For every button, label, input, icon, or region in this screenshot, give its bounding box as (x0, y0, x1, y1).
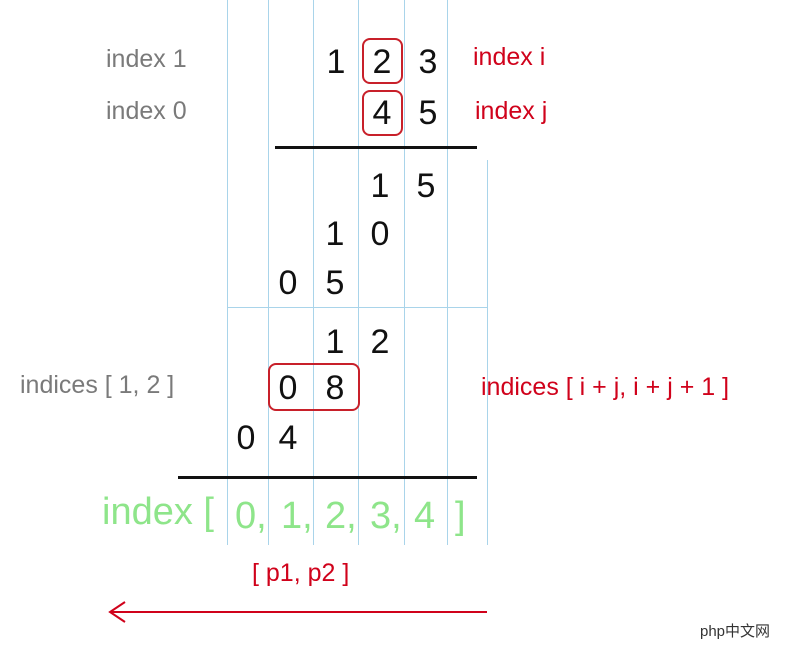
label-p1-p2: [ p1, p2 ] (252, 559, 350, 587)
index-item: 4 (414, 495, 436, 537)
grid-line (268, 0, 269, 545)
digit: 0 (278, 369, 298, 407)
grid-line (447, 0, 448, 545)
digit: 5 (416, 167, 436, 205)
grid-line (487, 160, 488, 545)
grid-line (227, 307, 488, 308)
digit: 5 (418, 94, 438, 132)
digit: 8 (325, 369, 345, 407)
watermark-logo: php中文网 (700, 623, 771, 640)
digit: 0 (370, 215, 390, 253)
label-index-i: index i (473, 43, 546, 71)
digit: 4 (372, 94, 392, 132)
highlight-box (362, 38, 403, 84)
label-index-1: index 1 (106, 45, 187, 73)
digit: 1 (370, 167, 390, 205)
grid-line (227, 0, 228, 545)
index-item: 2, (325, 495, 357, 537)
sum-rule (178, 476, 477, 479)
label-index-j: index j (475, 97, 548, 125)
label-index-0: index 0 (106, 97, 187, 125)
index-row-label: index [ (102, 491, 214, 533)
grid-line (358, 0, 359, 545)
digit: 0 (236, 419, 256, 457)
index-item: 0, (235, 495, 267, 537)
grid-line (404, 0, 405, 545)
index-item: 1, (281, 495, 313, 537)
digit: 1 (326, 43, 346, 81)
digit: 0 (278, 264, 298, 302)
digit: 4 (278, 419, 298, 457)
digit: 1 (325, 323, 345, 361)
digit: 2 (372, 43, 392, 81)
digit: 1 (325, 215, 345, 253)
digit: 2 (370, 323, 390, 361)
grid-line (313, 0, 314, 545)
digit: 5 (325, 264, 345, 302)
index-row-close: ] (455, 495, 466, 537)
index-item: 3, (370, 495, 402, 537)
digit: 3 (418, 43, 438, 81)
highlight-box (268, 363, 360, 411)
highlight-box (362, 90, 403, 136)
label-indices-left: indices [ 1, 2 ] (20, 371, 175, 399)
left-arrow-icon (108, 601, 487, 623)
sum-rule (275, 146, 477, 149)
label-indices-right: indices [ i + j, i + j + 1 ] (481, 373, 730, 401)
